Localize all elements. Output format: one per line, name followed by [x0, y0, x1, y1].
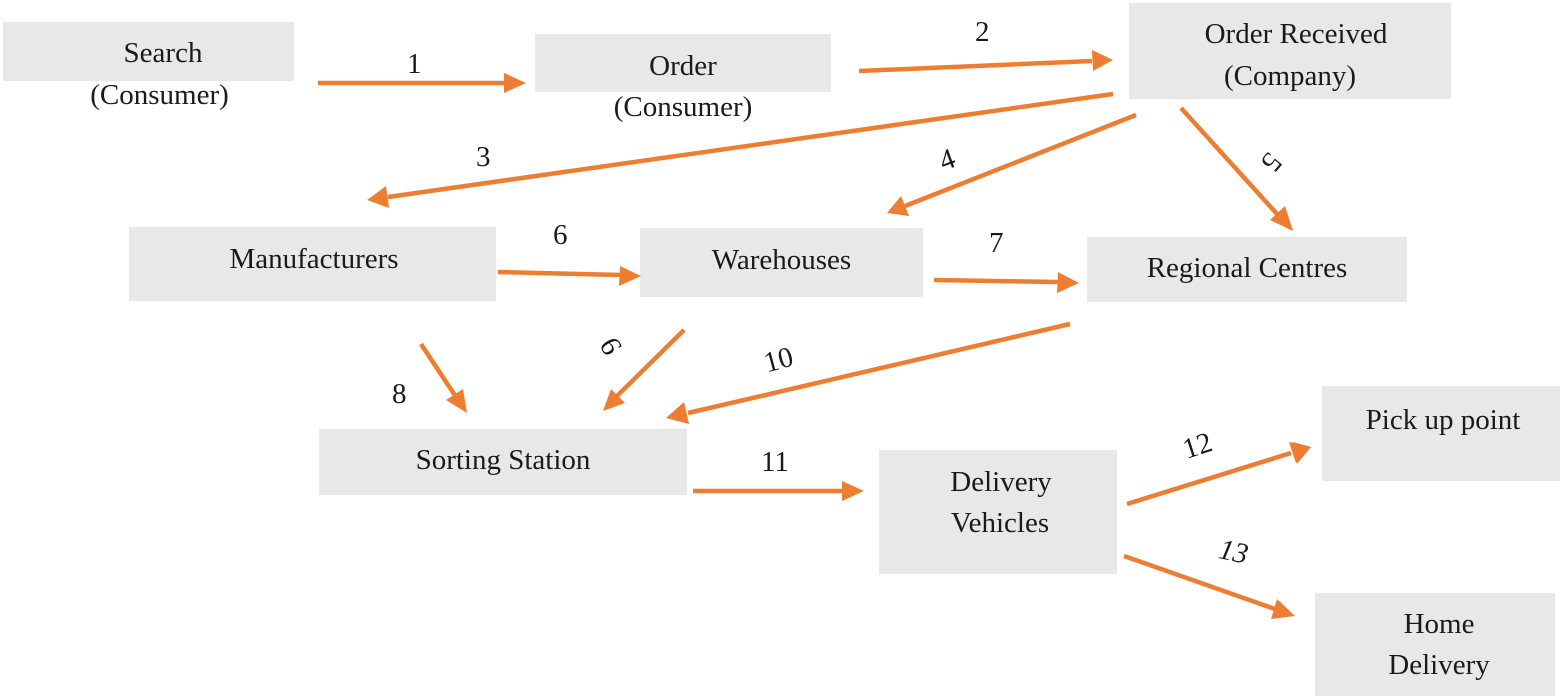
edge-label-6: 6	[553, 219, 568, 251]
arrow-6	[497, 266, 641, 286]
node-delivery-vehicles-box	[879, 450, 1117, 574]
arrow-3	[367, 91, 1114, 208]
arrow-10	[666, 321, 1071, 424]
node-order-label: Order	[649, 50, 717, 82]
arrow-12	[1126, 442, 1311, 507]
edge-label-3: 3	[476, 141, 491, 173]
node-manufacturers-box	[129, 227, 496, 301]
node-warehouses-label: Warehouses	[711, 244, 852, 276]
node-search-label: Search	[123, 37, 203, 69]
node-order-box	[535, 34, 831, 92]
node-sorting-station-box	[319, 429, 687, 495]
node-order-received-box	[1129, 3, 1451, 99]
edge-label-1: 1	[407, 48, 422, 80]
node-search-box	[3, 22, 294, 81]
node-manufacturers-label: Manufacturers	[229, 243, 399, 275]
arrow-13	[1123, 553, 1295, 619]
arrow-1	[318, 73, 526, 93]
arrow-7	[933, 272, 1079, 293]
arrow-5	[1179, 106, 1293, 231]
node-regional-centres-label: Regional Centres	[1146, 252, 1348, 284]
node-home-delivery-box	[1315, 593, 1555, 696]
edge-label-8: 8	[392, 378, 407, 410]
node-pick-up-point-label: Pick up point	[1365, 404, 1521, 436]
edge-label-7: 7	[989, 227, 1004, 259]
arrow-9	[603, 328, 686, 411]
node-warehouses-box	[640, 228, 923, 297]
edge-label-2: 2	[975, 16, 990, 48]
node-delivery-vehicles-label: Delivery	[950, 466, 1052, 498]
node-delivery-vehicles-sublabel: Vehicles	[950, 507, 1050, 539]
edge-label-11: 11	[761, 446, 789, 478]
node-regional-centres-box	[1087, 237, 1407, 302]
node-pick-up-point-box	[1322, 386, 1560, 481]
node-search-sublabel: (Consumer)	[90, 79, 229, 111]
arrow-8	[419, 342, 467, 413]
node-home-delivery-sublabel: Delivery	[1388, 649, 1490, 681]
node-order-received-label: Order Received	[1204, 18, 1388, 50]
arrow-4	[887, 112, 1137, 216]
node-home-delivery-label: Home	[1403, 608, 1475, 640]
node-sorting-station-label: Sorting Station	[415, 444, 591, 476]
node-order-received-sublabel: (Company)	[1223, 60, 1357, 92]
arrow-2	[858, 50, 1113, 74]
node-order-sublabel: (Consumer)	[613, 91, 753, 123]
arrow-11	[693, 481, 864, 501]
